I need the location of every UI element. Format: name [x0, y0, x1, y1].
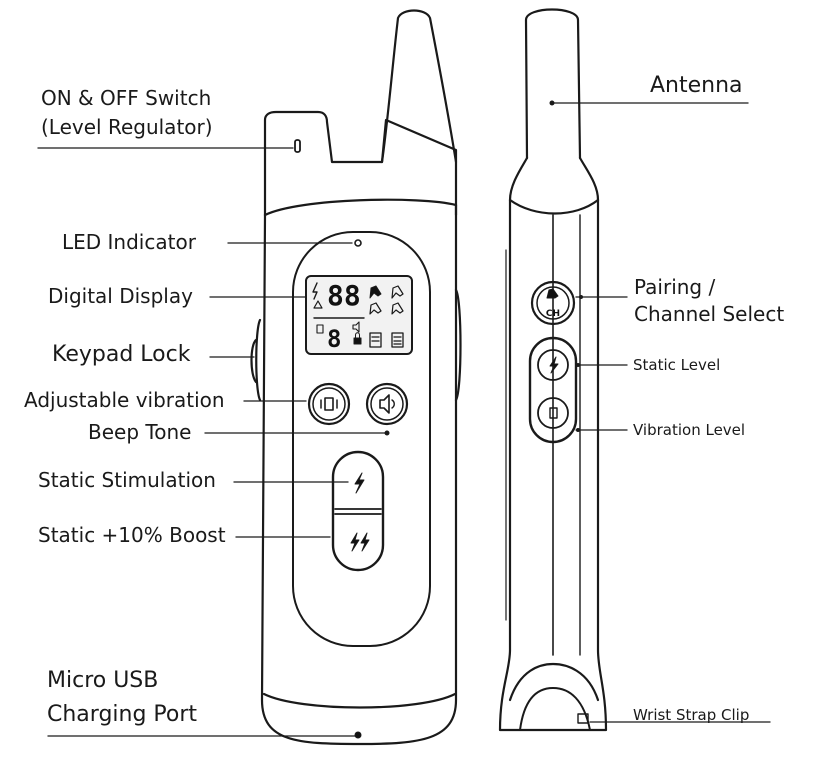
label-beep-tone: Beep Tone — [88, 420, 192, 444]
side-antenna — [524, 8, 582, 160]
lcd-speaker-icon — [352, 321, 360, 333]
label-pairing-line1: Pairing / — [634, 275, 716, 299]
label-vibration-level: Vibration Level — [633, 421, 746, 439]
static-level-button[interactable] — [537, 349, 569, 381]
label-led-indicator: LED Indicator — [62, 230, 196, 254]
channel-button[interactable] — [530, 280, 576, 326]
level-capsule — [528, 336, 578, 444]
side-shoulder — [508, 198, 600, 215]
lcd-main-digits: 88 — [327, 279, 361, 312]
wrist-strap-clip — [577, 713, 589, 724]
beep-button[interactable] — [365, 382, 409, 426]
channel-button-label: CH — [546, 309, 560, 319]
label-static-stimulation: Static Stimulation — [38, 468, 216, 492]
lcd-bolt-icon — [312, 282, 318, 300]
lcd-small-digit: 8 — [327, 325, 341, 353]
lcd-warning-icon — [313, 300, 323, 309]
label-digital-display: Digital Display — [48, 284, 193, 308]
front-right-ridge — [454, 288, 462, 402]
label-on-off-line1: ON & OFF Switch — [41, 86, 212, 110]
led-indicator — [354, 239, 362, 247]
label-antenna: Antenna — [650, 73, 743, 98]
front-antenna — [380, 9, 458, 164]
lcd-lock-icon — [353, 337, 362, 345]
front-side-ridge — [255, 318, 262, 402]
label-static-boost: Static +10% Boost — [38, 523, 226, 547]
label-on-off-line2: (Level Regulator) — [41, 115, 213, 139]
front-panel — [292, 231, 431, 647]
label-keypad-lock: Keypad Lock — [52, 342, 191, 367]
lcd-dog-icon-2 — [391, 285, 404, 299]
keypad-lock-slider — [250, 338, 258, 384]
label-static-level: Static Level — [633, 356, 721, 374]
vibration-level-icon — [549, 407, 558, 419]
side-device — [498, 8, 608, 732]
lcd-dog-icon-3 — [369, 302, 382, 315]
side-bottom-arch — [508, 662, 600, 702]
lcd-dog-icon-1 — [369, 285, 382, 299]
front-device — [250, 9, 462, 746]
static-capsule — [331, 450, 385, 572]
static-level-icon — [549, 356, 559, 374]
boost-button-bolt-icon[interactable] — [350, 532, 370, 552]
lcd-battery-icon-2 — [391, 332, 404, 348]
wrist-strap-loop — [519, 687, 591, 731]
front-bottom-band — [262, 692, 457, 709]
label-micro-usb-line1: Micro USB — [47, 668, 159, 693]
speaker-icon — [379, 394, 390, 414]
vibration-button[interactable] — [307, 382, 351, 426]
lcd-battery-icon-1 — [369, 332, 382, 348]
power-switch[interactable] — [294, 139, 301, 153]
leader-lines — [37, 102, 771, 737]
vibration-icon — [324, 397, 334, 411]
lcd-lock-shackle — [355, 332, 360, 339]
lcd-screen — [305, 275, 413, 355]
vibration-level-button[interactable] — [537, 397, 569, 429]
side-body — [498, 156, 608, 732]
label-pairing-line2: Channel Select — [634, 302, 785, 326]
label-micro-usb-line2: Charging Port — [47, 702, 198, 727]
front-body — [260, 203, 458, 746]
front-shoulder — [263, 198, 458, 217]
label-adjustable-vibration: Adjustable vibration — [24, 388, 225, 412]
lcd-vibration-icon — [316, 324, 324, 334]
usb-port — [354, 731, 362, 739]
static-button-bolt-icon[interactable] — [354, 472, 365, 494]
front-top-cap — [263, 110, 458, 217]
label-wrist-strap-clip: Wrist Strap Clip — [633, 706, 750, 724]
ch-dog-icon — [546, 288, 559, 299]
lcd-dog-icon-4 — [391, 302, 404, 315]
